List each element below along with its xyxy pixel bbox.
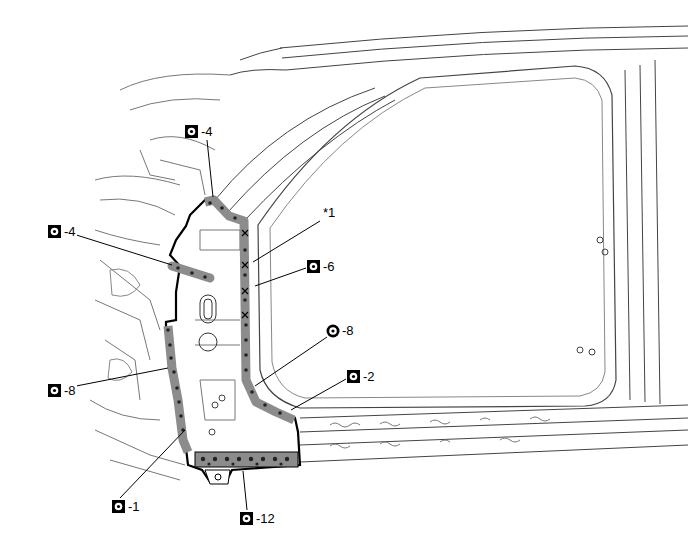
callout-number: -2 [362,370,376,384]
callout-number: -1 [127,500,141,514]
weld-symbol [48,125,360,525]
callout-number: -4 [63,225,77,239]
callout-number: -8 [63,384,77,398]
callout-number: -6 [322,260,336,274]
callout-number: -4 [200,125,214,139]
callout-number: -12 [255,512,276,526]
callout-label: *1 [322,206,336,220]
callout-number: -8 [341,324,355,338]
